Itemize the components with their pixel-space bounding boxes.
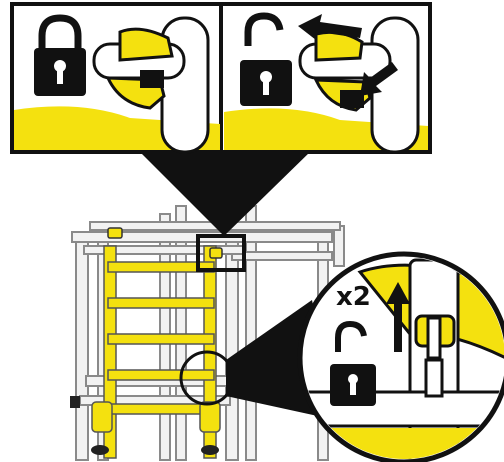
repeat-count-label: x2	[336, 282, 371, 312]
top-detail-panel	[12, 4, 430, 270]
